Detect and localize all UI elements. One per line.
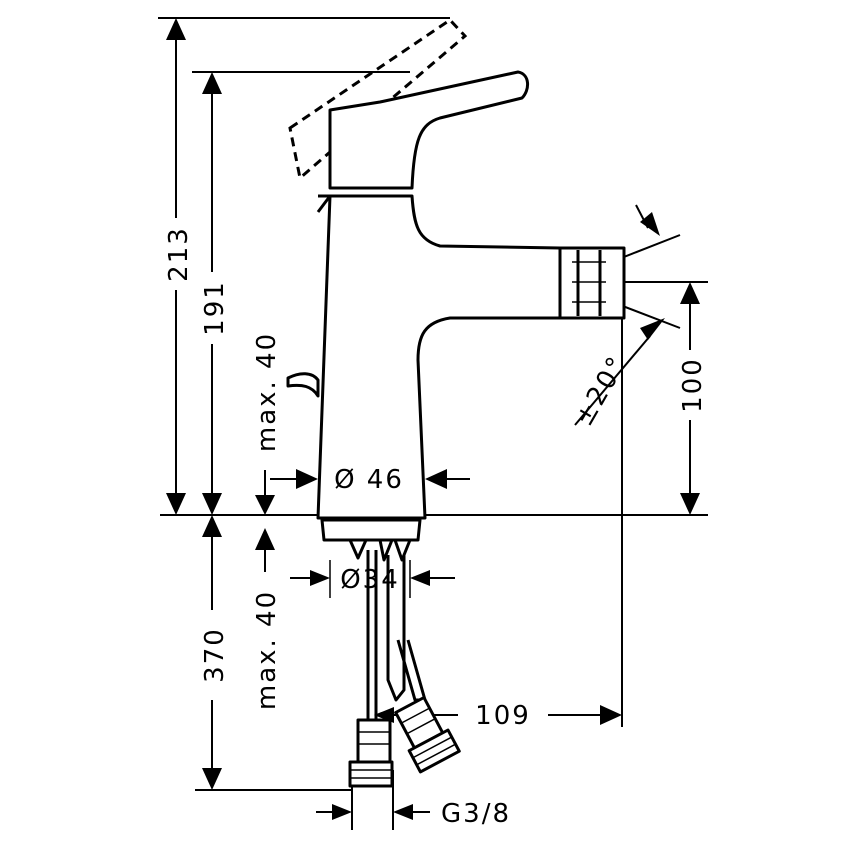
- label-191: 191: [200, 280, 230, 336]
- label-109: 109: [475, 701, 531, 731]
- faucet-outline: [286, 18, 626, 788]
- pop-up-rod: [286, 372, 320, 398]
- label-diameter-46: Ø 46: [334, 465, 404, 495]
- label-diameter-34: Ø34: [340, 565, 400, 595]
- label-thread-g3-8: G3/8: [441, 799, 511, 829]
- dimension-arrows: [166, 18, 700, 820]
- label-370: 370: [200, 627, 230, 683]
- label-spout-angle: ±20°: [569, 351, 633, 432]
- faucet-lever: [328, 70, 529, 190]
- dimension-lines: [158, 17, 708, 830]
- mounting-shank: [320, 518, 422, 542]
- label-max-40-bottom: max. 40: [252, 590, 282, 710]
- label-max-40-top: max. 40: [252, 332, 282, 452]
- hose-connector-left: [348, 718, 394, 788]
- faucet-body: [316, 194, 562, 520]
- lever-raised-dashed: [288, 18, 468, 181]
- bidet-spout-nozzle: [558, 246, 626, 320]
- hose-connector-right: [394, 696, 461, 774]
- label-213: 213: [164, 226, 194, 282]
- label-100: 100: [678, 357, 708, 413]
